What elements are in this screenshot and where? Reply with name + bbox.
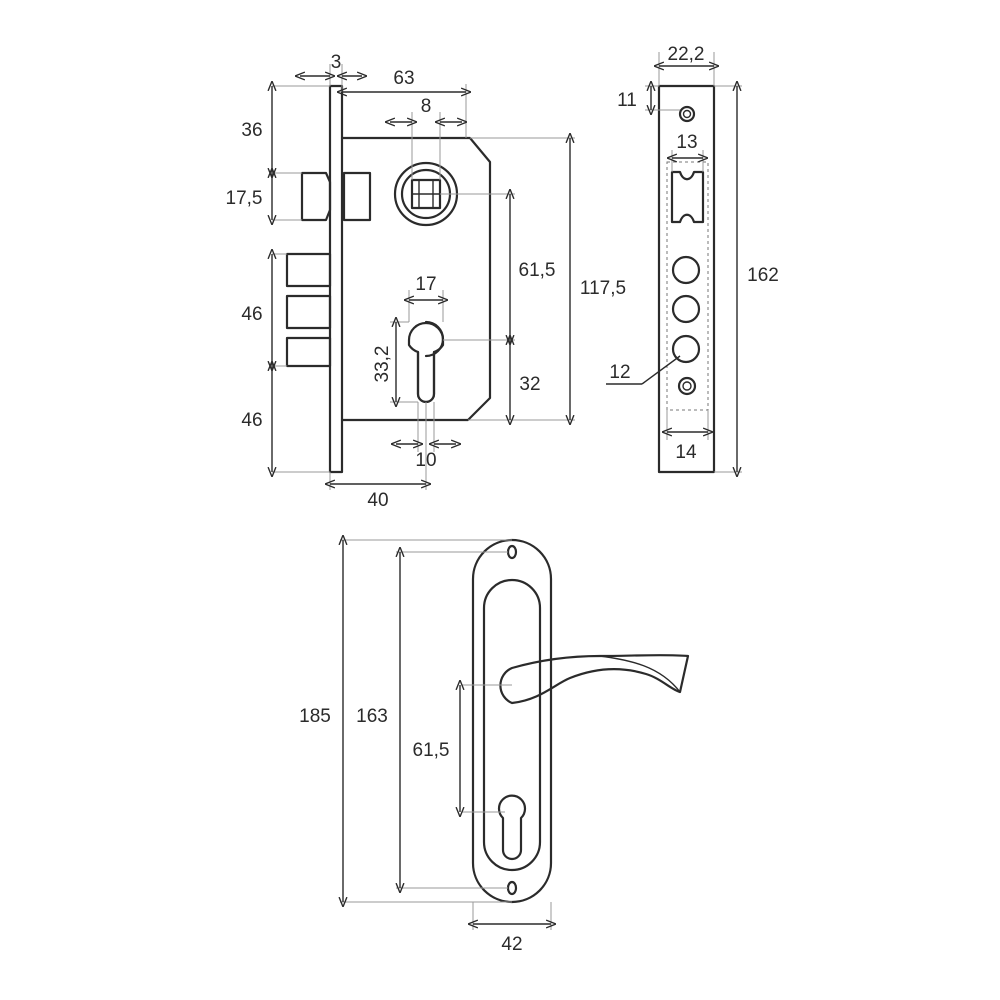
lock-case-outline: [340, 136, 492, 422]
label-backset-total: 63: [393, 68, 414, 89]
ext-lines-left: [272, 85, 330, 473]
latch-slot-dashed: [666, 161, 709, 411]
screw-hole-bottom-outer: [677, 376, 697, 396]
ext-lines-cyl: [390, 321, 418, 403]
spindle-hatch: [412, 180, 440, 208]
bolt-hole-1: [671, 255, 701, 285]
label-cylinder-width: 17: [415, 274, 436, 295]
bolt-hole-2: [671, 294, 701, 324]
label-hole-diameter: 12: [609, 362, 630, 383]
faceplate-view: 22,2 11 13 12 14 162: [606, 44, 779, 472]
latch-bolt: [300, 171, 332, 222]
label-center-distance: 61,5: [519, 260, 556, 281]
bolt-hole-3: [671, 334, 701, 364]
label-cylinder-narrow: 10: [415, 450, 436, 471]
label-bolt-offset-a: 46: [241, 304, 262, 325]
label-faceplate-thickness: 3: [331, 52, 342, 73]
label-body-height: 117,5: [580, 278, 626, 299]
plate-keyhole: [497, 794, 527, 861]
label-backset: 40: [367, 490, 388, 511]
label-faceplate-width: 22,2: [668, 44, 705, 65]
cylinder-profile: [407, 321, 445, 404]
screw-hole-top-inner: [682, 109, 692, 119]
ext-lines-right: [440, 137, 575, 421]
lever-edge: [599, 655, 681, 693]
handle-plate-view: 185 163 61,5 42: [299, 539, 690, 955]
label-plate-width: 42: [501, 934, 522, 955]
lock-faceplate-strip: [328, 84, 344, 474]
dead-bolt-2: [285, 294, 332, 330]
lock-body-view: 3 63 8 36 17,5 46 46 17 61,5 117,5 33,2 …: [226, 52, 627, 511]
plate-screw-bottom: [506, 880, 518, 896]
label-bolt-offset-b: 46: [241, 410, 262, 431]
handle-ext-lines: [340, 539, 552, 930]
label-spindle-square: 8: [421, 96, 432, 117]
label-slot-width: 13: [676, 132, 697, 153]
dead-bolt-1: [285, 252, 332, 288]
label-latch-height: 17,5: [226, 188, 263, 209]
latch-opening: [670, 170, 705, 224]
latch-block: [342, 171, 372, 222]
label-latch-offset-top: 36: [241, 120, 262, 141]
label-cylinder-height: 33,2: [372, 346, 393, 383]
label-cylinder-lower: 32: [519, 374, 540, 395]
label-faceplate-length: 162: [747, 265, 779, 286]
label-overall-height: 185: [299, 706, 331, 727]
label-lower-width: 14: [675, 442, 697, 463]
screw-hole-top-outer: [678, 105, 696, 123]
ext-lines-mid: [329, 290, 444, 490]
handle-plate-inner: [482, 578, 542, 872]
plate-screw-top: [506, 544, 518, 560]
screw-hole-bottom-inner: [682, 381, 692, 391]
label-handle-center-distance: 61,5: [413, 740, 450, 761]
label-screw-spacing: 163: [356, 706, 388, 727]
cylinder-cutout: [416, 320, 445, 404]
dead-bolt-3: [285, 336, 332, 368]
leader-12-b: [641, 355, 681, 385]
label-screw-offset: 11: [617, 90, 637, 111]
lever-handle: [499, 654, 690, 705]
faceplate-outline: [657, 84, 716, 474]
